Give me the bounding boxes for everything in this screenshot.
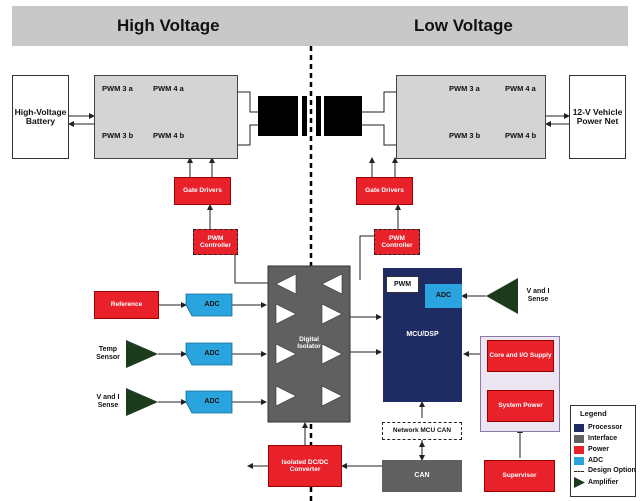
vi-right-amplifier-icon: [486, 278, 518, 314]
gate-drivers-left-label: Gate Drivers: [183, 187, 222, 195]
transformer: [258, 96, 362, 136]
isolated-dcdc: Isolated DC/DC Converter: [268, 445, 342, 487]
legend-interface: Interface: [588, 435, 618, 442]
high-voltage-title: High Voltage: [117, 16, 220, 35]
left-h-bridge: [94, 75, 238, 159]
mcu-adc: ADC: [425, 284, 462, 308]
mcu-pwm: PWM: [386, 276, 419, 293]
gate-drivers-right: Gate Drivers: [356, 177, 413, 205]
core-io-supply-label: Core and I/O Supply: [489, 352, 552, 360]
adc-shape-1: [185, 293, 233, 317]
right-pwm3b-label: PWM 3 b: [449, 131, 481, 140]
adc-1-label: ADC: [204, 301, 220, 309]
adc-2: ADC: [192, 343, 232, 365]
gate-drivers-left: Gate Drivers: [174, 177, 231, 205]
pwm-controller-left: PWM Controller: [193, 229, 238, 255]
legend-design-option: Design Option: [588, 467, 636, 474]
adc-shape-2: [185, 342, 233, 366]
right-pwm3a-label: PWM 3 a: [449, 84, 480, 93]
isolated-dcdc-label: Isolated DC/DC Converter: [281, 458, 329, 473]
left-pwm3b-label: PWM 3 b: [102, 131, 134, 140]
vi-sense-left: V and I Sense: [90, 391, 126, 413]
legend-processor: Processor: [588, 424, 623, 431]
legend-title: Legend: [580, 409, 607, 418]
adc-1: ADC: [192, 294, 232, 316]
legend-design-option-swatch: [574, 471, 584, 472]
network-mcu-can-label: Network MCU CAN: [392, 427, 452, 435]
network-mcu-can: Network MCU CAN: [382, 422, 462, 440]
mcu-pwm-label: PWM: [393, 280, 412, 288]
vi-left-amplifier-icon: [126, 388, 158, 416]
legend-power-swatch: [574, 446, 584, 454]
digital-isolator: Digital Isolator: [296, 330, 322, 356]
legend-power: Power: [588, 446, 610, 453]
hv-battery-label: High-Voltage Battery: [14, 106, 67, 126]
reference-label: Reference: [110, 301, 143, 309]
left-pwm4b-label: PWM 4 b: [153, 131, 185, 140]
legend-amplifier-swatch: [574, 477, 585, 488]
temp-sensor: Temp Sensor: [90, 343, 126, 365]
vi-sense-right-label: V and I Sense: [526, 288, 550, 303]
isolator-channels: [275, 273, 343, 407]
temp-amplifier-icon: [126, 340, 158, 368]
mcu-label: MCU/DSP: [406, 331, 439, 339]
left-pwm4a-label: PWM 4 a: [153, 84, 184, 93]
core-io-supply: Core and I/O Supply: [487, 340, 554, 372]
can-block: CAN: [382, 460, 462, 492]
supervisor-label: Supervisor: [502, 472, 537, 480]
pwm-controller-right: PWM Controller: [374, 229, 420, 255]
reference-box: Reference: [94, 291, 159, 319]
digital-isolator-label: Digital Isolator: [297, 335, 321, 350]
left-pwm3a-label: PWM 3 a: [102, 84, 133, 93]
header-band: [12, 6, 628, 46]
system-power: System Power: [487, 390, 554, 422]
system-power-label: System Power: [498, 402, 543, 410]
legend-processor-swatch: [574, 424, 584, 432]
pwm-controller-left-label: PWM Controller: [199, 234, 232, 249]
adc-2-label: ADC: [204, 350, 220, 358]
pwm-controller-right-label: PWM Controller: [381, 234, 413, 249]
right-pwm4a-label: PWM 4 a: [505, 84, 536, 93]
vehicle-power-net-label: 12-V Vehicle Power Net: [572, 106, 623, 126]
legend-adc-swatch: [574, 457, 584, 465]
adc-3: ADC: [192, 391, 232, 413]
vehicle-power-net-box: 12-V Vehicle Power Net: [569, 75, 626, 159]
temp-sensor-label: Temp Sensor: [96, 346, 120, 361]
adc-3-label: ADC: [204, 398, 220, 406]
vi-sense-right: V and I Sense: [520, 285, 556, 307]
hv-battery-box: High-Voltage Battery: [12, 75, 69, 159]
legend-adc: ADC: [588, 457, 604, 464]
low-voltage-title: Low Voltage: [414, 16, 513, 35]
can-label: CAN: [414, 472, 430, 480]
supervisor: Supervisor: [484, 460, 555, 492]
mcu-adc-label: ADC: [435, 292, 452, 300]
gate-drivers-right-label: Gate Drivers: [365, 187, 404, 195]
legend-amplifier: Amplifier: [588, 479, 619, 486]
legend-interface-swatch: [574, 435, 584, 443]
adc-shape-3: [185, 390, 233, 414]
right-pwm4b-label: PWM 4 b: [505, 131, 537, 140]
vi-sense-left-label: V and I Sense: [96, 394, 120, 409]
right-h-bridge: [396, 75, 546, 159]
